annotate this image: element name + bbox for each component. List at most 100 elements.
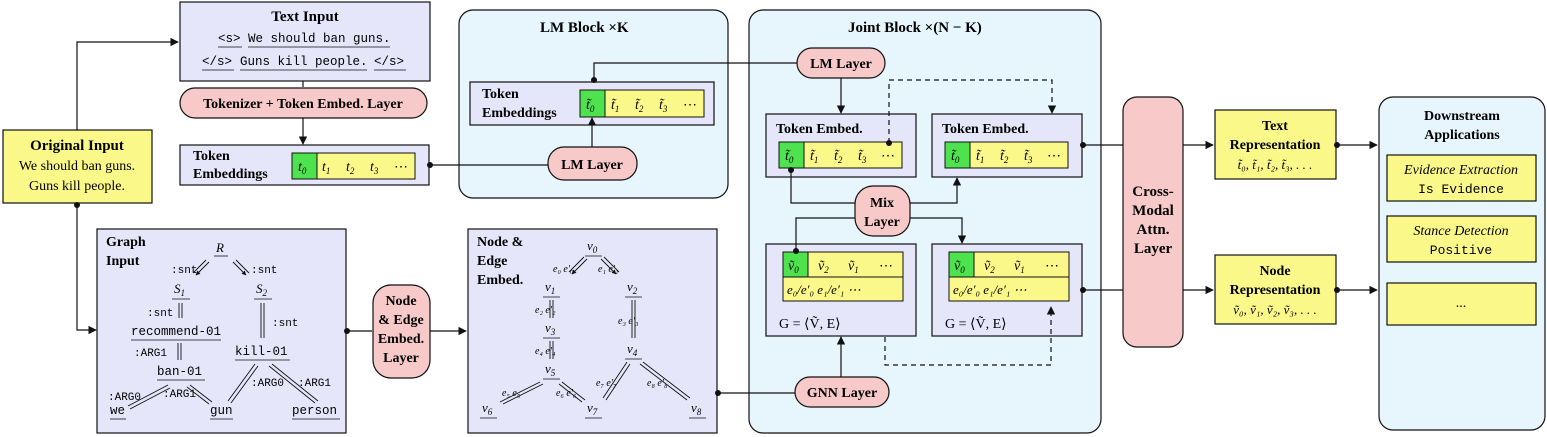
dashed-graph-skip xyxy=(884,306,1056,366)
original-input-title: Original Input xyxy=(30,138,124,154)
emb-e3: e₃ e′₃ xyxy=(618,316,639,327)
joint-graph-right-node-cells xyxy=(973,251,1070,278)
cross-modal-attn-layer xyxy=(1122,96,1184,348)
emb-e0: e₀ e′₀ xyxy=(553,264,574,275)
text-rep-title-1: Text xyxy=(1262,119,1288,134)
node-S2: S2 xyxy=(256,281,268,298)
jg-left-edges: e₀/e′₀ e₁/e′₁ ⋯ xyxy=(787,282,861,297)
nee-title-2: Edge xyxy=(477,254,507,269)
junction-dot xyxy=(1080,287,1086,293)
text-representation-box xyxy=(1214,109,1337,180)
jg-left-formula: G = ⟨Ṽ, E⟩ xyxy=(779,315,841,332)
lm-token-cell-t0 xyxy=(579,89,606,118)
joint-graph-right-edge-cells xyxy=(948,276,1070,302)
joint-left-t3: t̃3 xyxy=(858,149,867,165)
jg-left-v1: ṽ1 xyxy=(848,259,859,275)
wire-token-to-mix xyxy=(790,169,855,204)
edge-arg1-a: :ARG1 xyxy=(134,348,167,360)
emb-v6: v6 xyxy=(482,400,493,417)
emb-edge-v2-v4 xyxy=(631,300,636,338)
token-t2: t2 xyxy=(346,160,355,176)
ne-layer-1: Node xyxy=(385,294,416,309)
jg-right-v1: ṽ1 xyxy=(1014,259,1025,275)
emb-e8: e₈ e′₈ xyxy=(647,378,668,389)
task1-name: Evidence Extraction xyxy=(1403,163,1518,178)
text-rep-values: t̃₀, t̃₁, t̃₂, t̃₃, . . . xyxy=(1238,157,1313,172)
junction-dot xyxy=(74,202,80,208)
task3: ... xyxy=(1456,296,1467,311)
lm-token-t0: t̃0 xyxy=(586,98,595,114)
jg-right-ellipsis: ⋯ xyxy=(1045,259,1059,274)
emb-v4: v4 xyxy=(627,341,638,358)
jg-right-v0: ṽ0 xyxy=(954,259,965,275)
emb-v8: v8 xyxy=(691,400,702,417)
lm-block-title: LM Block ×K xyxy=(540,20,629,36)
emb-v1: v1 xyxy=(545,279,555,296)
jg-right-v2: ṽ2 xyxy=(984,259,995,275)
jg-left-ellipsis: ⋯ xyxy=(879,259,893,274)
node-rep-values: ṽ₀, ṽ₁, ṽ₂, ṽ₃, . . . xyxy=(1233,302,1316,317)
downstream-title-1: Downstream xyxy=(1424,109,1500,124)
junction-dot xyxy=(1080,142,1086,148)
graph-input-title-2: Input xyxy=(106,254,140,269)
emb-edge-v5-v6 xyxy=(499,381,544,405)
junction-dot xyxy=(788,167,794,173)
lm-layer-joint-label: LM Layer xyxy=(810,57,872,72)
edge-ban-gun xyxy=(186,384,213,405)
dashed-token-skip xyxy=(888,79,1057,143)
token-t3: t3 xyxy=(370,160,379,176)
edge-R-S1 xyxy=(193,259,210,275)
emb-v7: v7 xyxy=(587,400,598,417)
arrow-original-to-text xyxy=(76,37,179,130)
edge-snt1: :snt xyxy=(171,265,197,277)
junction-dot xyxy=(793,248,799,254)
joint-left-t1: t̃1 xyxy=(810,149,818,165)
jg-left-v0: ṽ0 xyxy=(788,259,799,275)
graph-input-box xyxy=(96,228,347,434)
wire-graph-to-mix xyxy=(795,217,855,250)
lm-layer-left-label: LM Layer xyxy=(561,158,623,173)
cross-modal-label-1: Cross- xyxy=(1132,184,1173,200)
joint-block-title: Joint Block ×(N − K) xyxy=(848,20,982,36)
lm-token-cells xyxy=(604,89,705,118)
joint-right-t1: t̃1 xyxy=(976,149,984,165)
node-rep-title-1: Node xyxy=(1259,264,1290,279)
joint-token-embed-left-title: Token Embed. xyxy=(776,122,863,137)
lm-token-t1: t̃1 xyxy=(611,98,619,114)
joint-left-t0-cell xyxy=(778,141,805,169)
jg-left-v2: ṽ2 xyxy=(818,259,829,275)
jg-right-formula: G = ⟨Ṽ, E⟩ xyxy=(945,315,1007,332)
node-edge-embed-box xyxy=(467,228,718,434)
junction-dot xyxy=(1334,142,1340,148)
node-representation-box xyxy=(1214,254,1337,325)
downstream-title-2: Applications xyxy=(1424,128,1500,143)
task-stance-detection xyxy=(1386,215,1537,263)
token-embeddings-title-1: Token xyxy=(193,149,230,164)
edge-arg0-ban: :ARG0 xyxy=(108,392,141,404)
node-S1: S1 xyxy=(174,281,185,298)
junction-dot xyxy=(715,390,721,396)
mix-layer-label-1: Mix xyxy=(870,196,894,211)
junction-dot xyxy=(344,328,350,334)
gnn-layer xyxy=(794,376,890,408)
mix-layer-label-2: Layer xyxy=(864,215,900,230)
text-rep-title-2: Representation xyxy=(1230,138,1321,153)
emb-e6: e₆ e′₆ xyxy=(556,388,577,399)
lm-emb-title-1: Token xyxy=(482,87,519,102)
wire-lm-emb-to-joint xyxy=(593,62,797,80)
mix-layer xyxy=(854,185,911,237)
token-t0: t0 xyxy=(298,160,307,176)
joint-right-t3: t̃3 xyxy=(1024,149,1033,165)
downstream-container xyxy=(1378,96,1546,431)
lm-token-t3: t̃3 xyxy=(659,98,668,114)
task2-name: Stance Detection xyxy=(1413,224,1508,239)
arrow-original-to-graph xyxy=(76,205,97,335)
emb-e4: e₄ e′₄ xyxy=(535,346,556,357)
ne-layer-4: Layer xyxy=(383,351,419,366)
node-recommend: recommend-01 xyxy=(131,325,221,339)
graph-input-title-1: Graph xyxy=(106,235,146,250)
edge-ban-we xyxy=(127,384,171,410)
joint-graph-left-node-cells xyxy=(807,251,904,278)
edge-kill-person xyxy=(268,363,319,404)
joint-right-token-cells xyxy=(969,141,1069,169)
